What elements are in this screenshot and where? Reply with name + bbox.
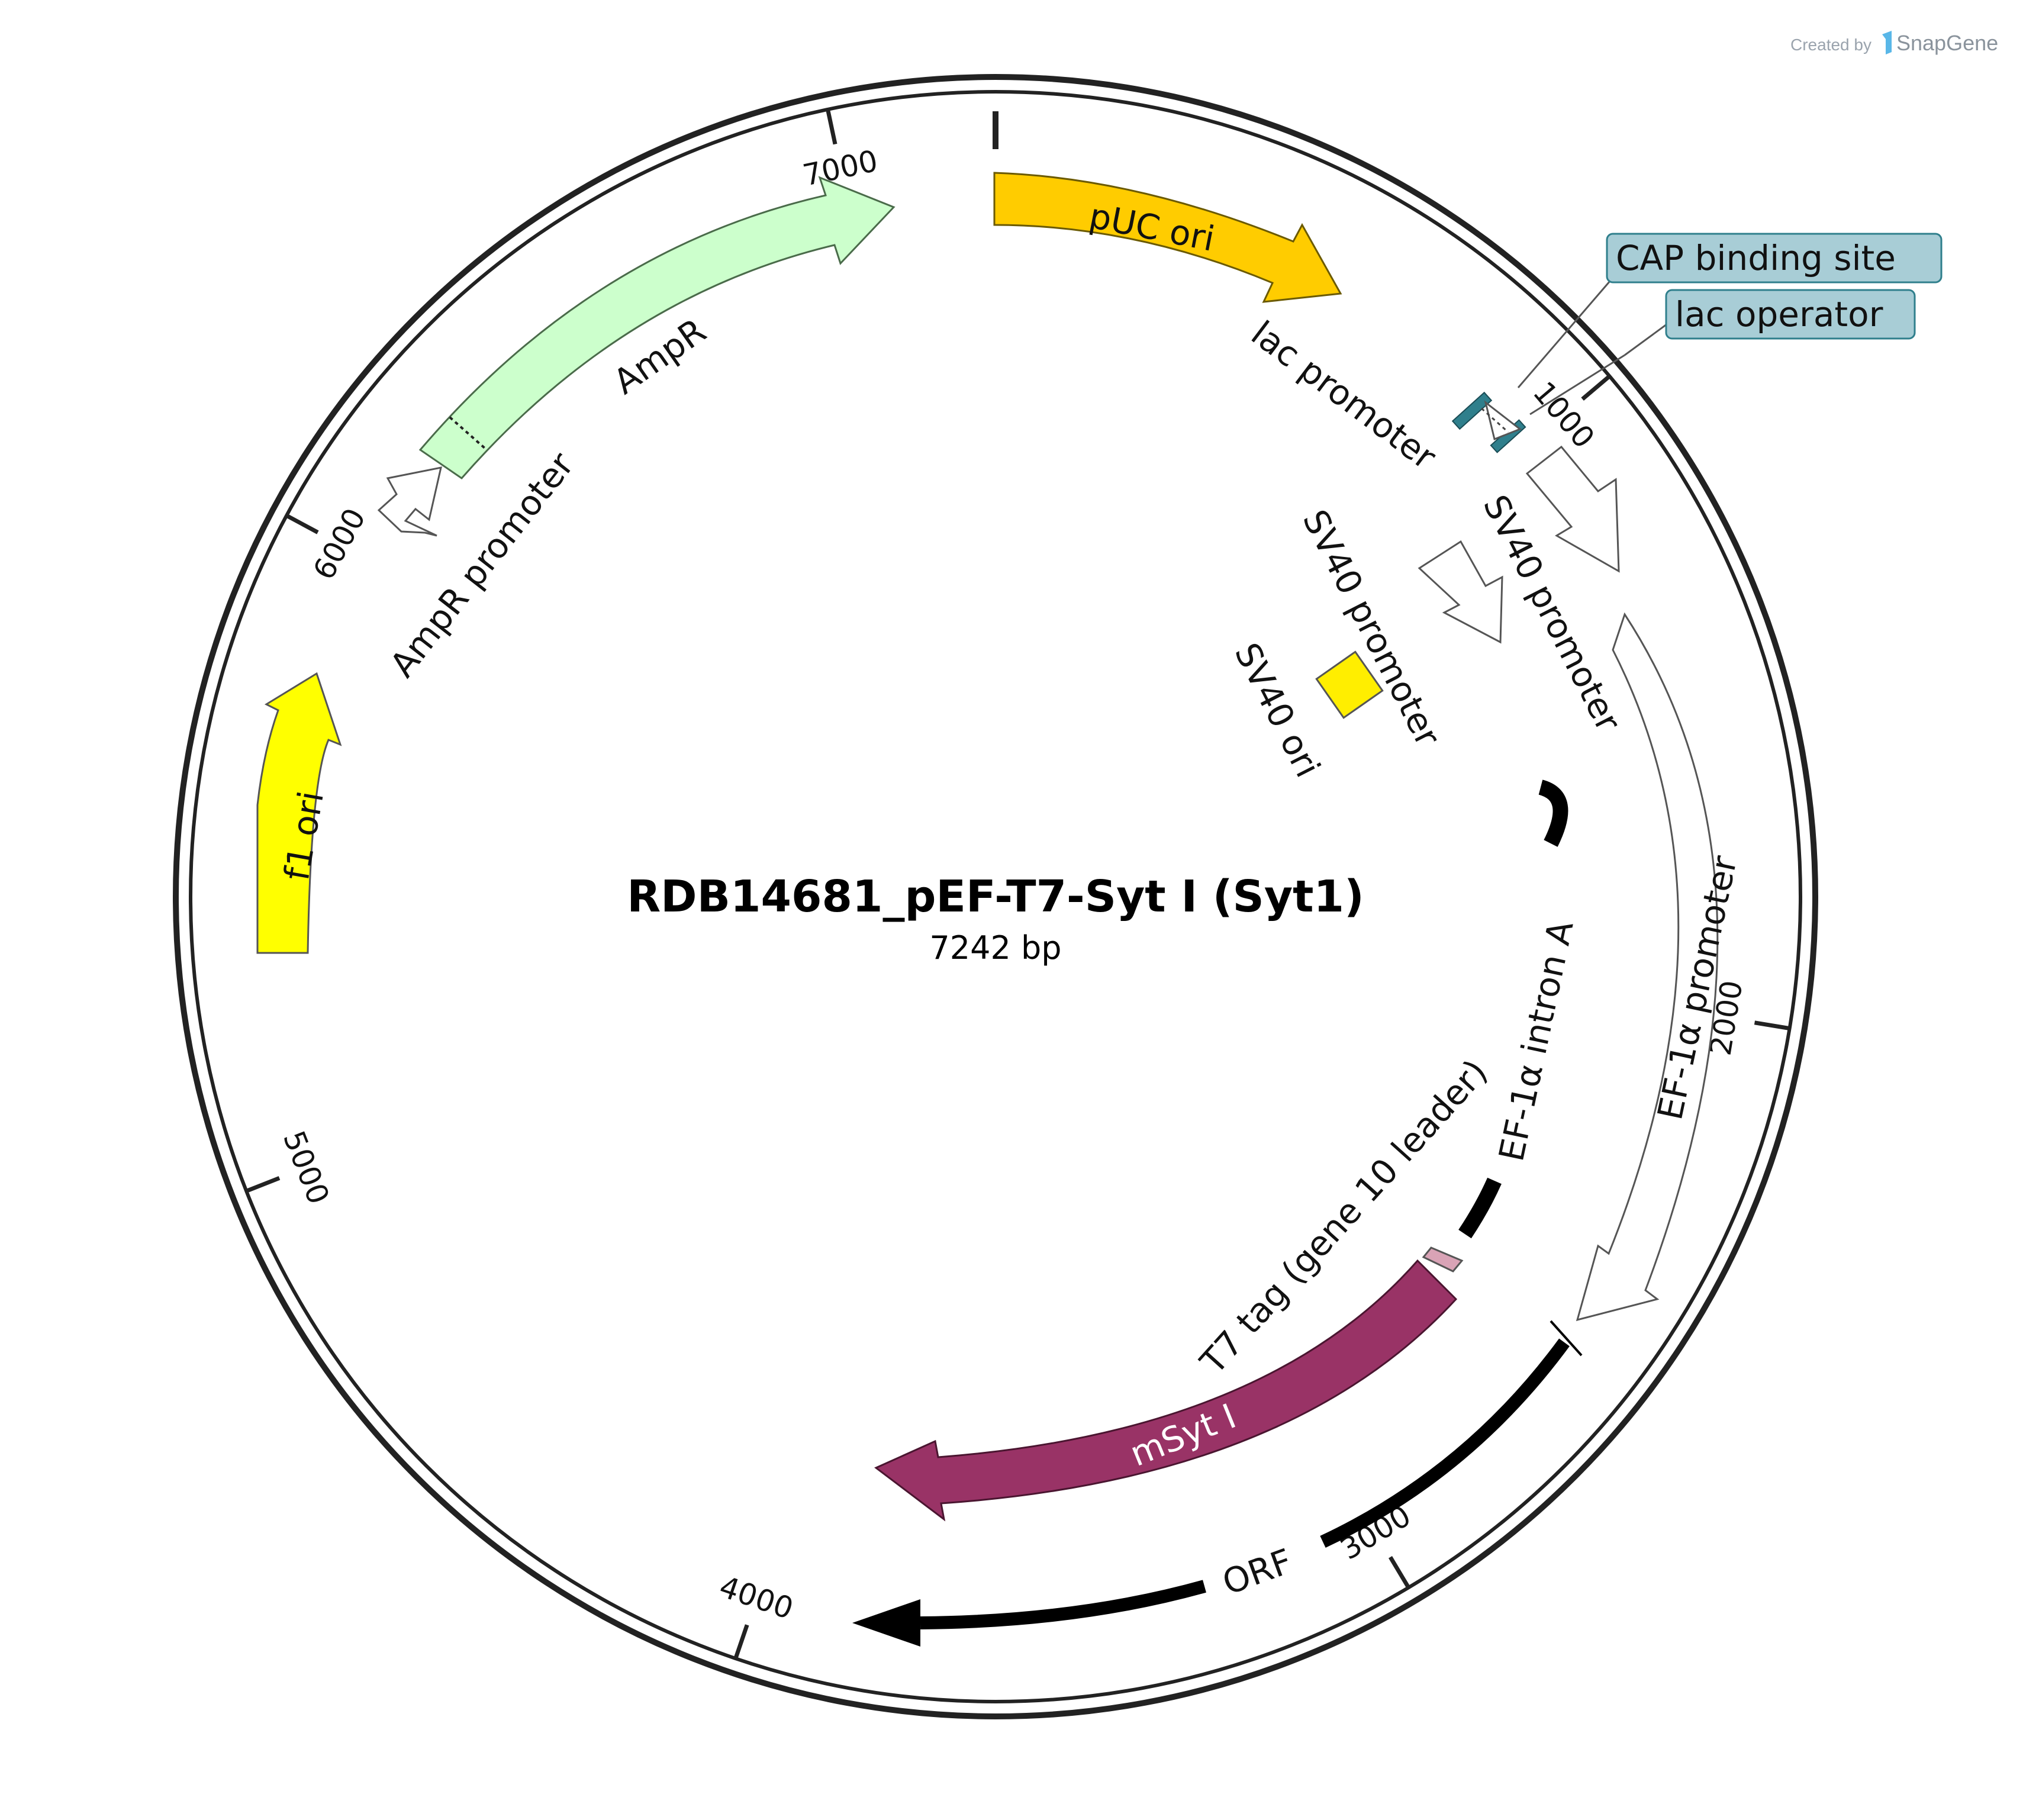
orf-arrowhead (852, 1599, 920, 1647)
tick-label-5000: 5000 (276, 1126, 336, 1209)
lac-region (1451, 391, 1526, 453)
ampr-promoter-arrow (377, 466, 442, 537)
orf-arrow (1320, 1338, 1570, 1548)
ef1a-intron-arc (1538, 779, 1568, 847)
cap-callout-leader (1517, 281, 1611, 388)
callouts: CAP binding site lac operator (1517, 233, 1943, 415)
ef1a-intron-arc-tail (1458, 1177, 1502, 1239)
cap-binding-site-box (1606, 233, 1943, 284)
orf-arrow-tail (920, 1580, 1206, 1629)
t7-tag-marker (1422, 1246, 1464, 1273)
tick-label-4000: 4000 (715, 1569, 797, 1626)
ef1a-intron-label: EF-1α intron A (1491, 917, 1581, 1164)
credit-brand: SnapGene (1896, 31, 1998, 55)
cap-binding-site-label: CAP binding site (1616, 238, 1896, 278)
backbone (173, 74, 1818, 1719)
tick-1000: 1000 (1526, 374, 1611, 455)
sv40-promoter-inner-arrow (1418, 540, 1503, 644)
orf-label: ORF (1217, 1541, 1297, 1603)
ef1a-promoter-arrow (1576, 612, 1719, 1322)
lac-operator-callout-leader-2 (1529, 354, 1625, 415)
puc-ori-arrow (993, 172, 1342, 303)
ampr-dotted-divider (449, 416, 487, 450)
lac-promoter-arrow (1484, 400, 1522, 441)
snapgene-credit: Created by SnapGene (1790, 31, 1998, 55)
tick-5000: 5000 (245, 1126, 336, 1209)
snapgene-logo-icon (1882, 31, 1892, 54)
orf-end-bar (1550, 1320, 1583, 1357)
f1-ori-arrow (256, 672, 342, 954)
ampr-arrow (418, 176, 896, 479)
plasmid-name: RDB14681_pEF-T7-Syt I (Syt1) (627, 871, 1364, 922)
credit-prefix: Created by (1790, 36, 1872, 54)
tick-label-6000: 6000 (307, 502, 372, 585)
lac-operator-callout-leader (1624, 321, 1670, 356)
sv40-ori-box (1315, 650, 1384, 719)
tick-7000: 7000 (800, 109, 881, 193)
tick-6000: 6000 (285, 502, 372, 585)
plasmid-length: 7242 bp (929, 929, 1061, 967)
lac-operator-label: lac operator (1675, 294, 1883, 334)
msyt-arrow (874, 1259, 1458, 1522)
tick-label-1000: 1000 (1526, 375, 1602, 455)
lac-promoter-label: lac promoter (1244, 313, 1444, 478)
tick-4000: 4000 (715, 1569, 797, 1660)
sv40-promoter-outer-arrow (1525, 445, 1620, 573)
lac-operator-box (1665, 289, 1916, 340)
sv40-promoter-inner-label: SV40 promoter (1295, 503, 1448, 752)
sv40-ori-label: SV40 ori (1227, 636, 1328, 783)
